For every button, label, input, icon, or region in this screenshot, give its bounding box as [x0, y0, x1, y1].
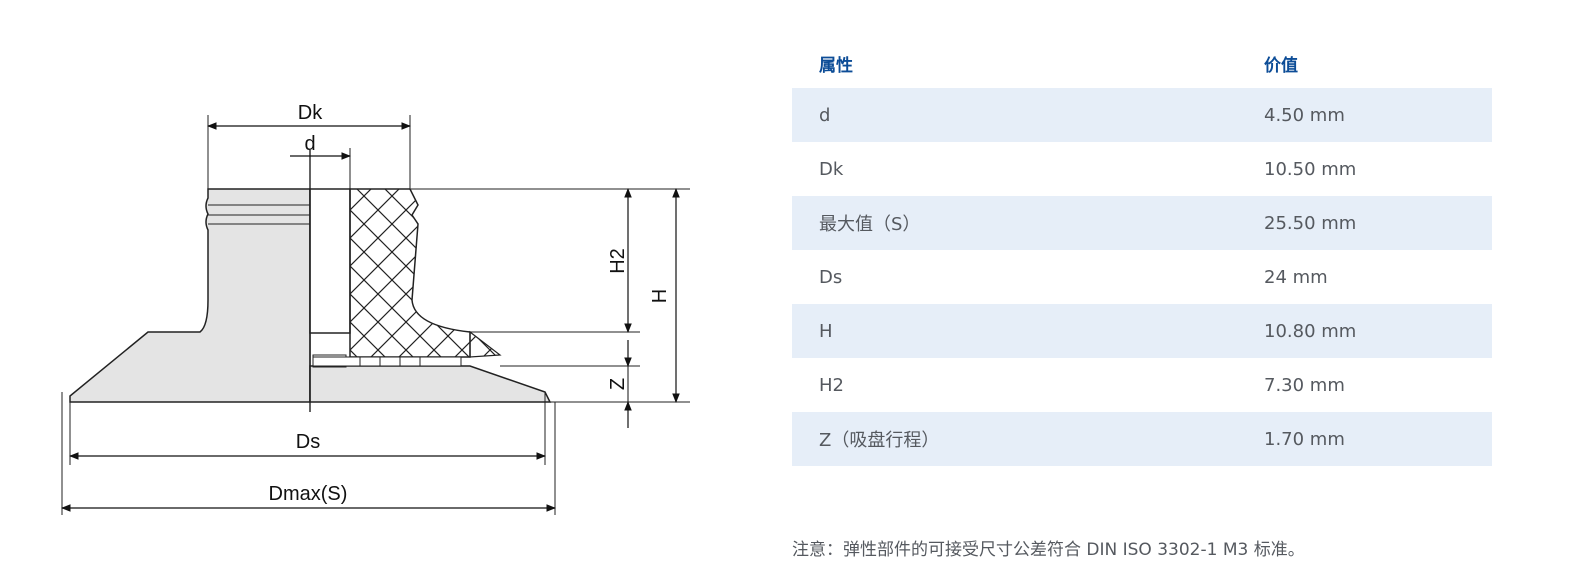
property-cell: d	[792, 88, 1237, 142]
tolerance-note: 注意：弹性部件的可接受尺寸公差符合 DIN ISO 3302-1 M3 标准。	[792, 540, 1305, 560]
value-cell: 24 mm	[1264, 266, 1328, 288]
property-cell: 最大值（S）	[792, 196, 1237, 250]
value-cell: 10.80 mm	[1237, 304, 1492, 358]
z-label: Z	[607, 378, 629, 390]
property-cell: Dk	[819, 158, 844, 180]
table-row: H 10.80 mm	[792, 304, 1492, 358]
value-cell: 1.70 mm	[1237, 412, 1492, 466]
dk-label: Dk	[298, 102, 323, 124]
h2-label: H2	[607, 248, 629, 274]
value-column-header: 价值	[1264, 55, 1298, 76]
value-cell: 25.50 mm	[1237, 196, 1492, 250]
table-row: Ds 24 mm	[792, 250, 1492, 304]
table-row: 最大值（S） 25.50 mm	[792, 196, 1492, 250]
cup-body-shape	[69, 188, 311, 403]
suction-cup-dimension-drawing: Dk d H2 H Z Ds Dmax(S)	[0, 0, 780, 588]
table-row: Dk 10.50 mm	[792, 142, 1492, 196]
value-cell: 4.50 mm	[1237, 88, 1492, 142]
property-cell: H	[792, 304, 1237, 358]
property-cell: Z（吸盘行程）	[792, 412, 1237, 466]
table-row: H2 7.30 mm	[792, 358, 1492, 412]
table-row: d 4.50 mm	[792, 88, 1492, 142]
value-cell: 7.30 mm	[1264, 374, 1345, 396]
table-header-row: 属性 价值	[792, 38, 1492, 88]
hatched-insert-shape	[349, 188, 471, 358]
ds-label: Ds	[296, 431, 320, 453]
cup-lip-shape	[309, 365, 552, 403]
specifications-table: 属性 价值 d 4.50 mm Dk 10.50 mm 最大值（S） 25.50…	[792, 38, 1492, 466]
value-cell: 10.50 mm	[1264, 158, 1357, 180]
property-cell: Ds	[819, 266, 843, 288]
h-label: H	[649, 289, 671, 303]
property-column-header: 属性	[819, 55, 853, 76]
property-cell: H2	[819, 374, 844, 396]
dmax-label: Dmax(S)	[269, 483, 348, 505]
table-row: Z（吸盘行程） 1.70 mm	[792, 412, 1492, 466]
d-label: d	[304, 133, 315, 155]
